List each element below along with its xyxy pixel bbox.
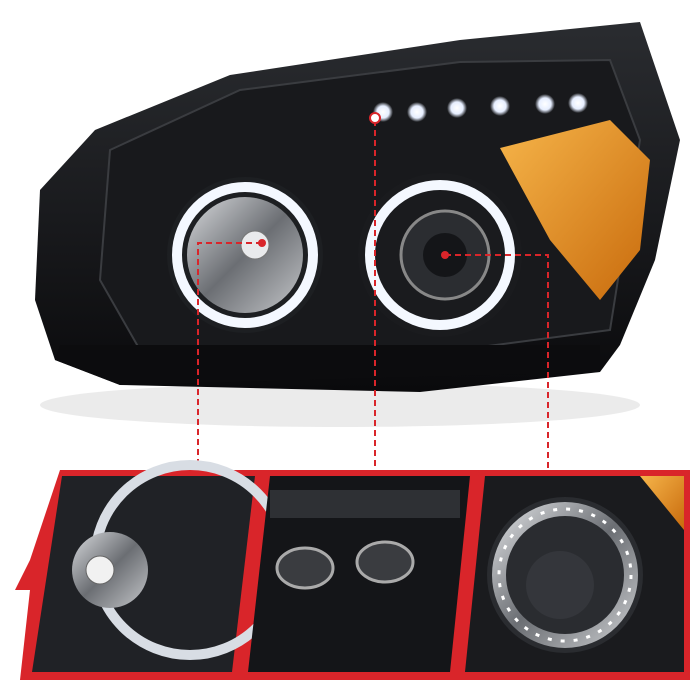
reflection-shadow — [40, 383, 640, 427]
detail-panel-left — [32, 460, 290, 672]
amber-turn-signal — [500, 120, 650, 300]
detail-panel-middle — [248, 476, 470, 672]
halo-ring-left — [172, 182, 318, 328]
led-strip — [373, 93, 588, 122]
headlight — [35, 22, 680, 427]
detail-panel-right — [465, 476, 684, 672]
callout-projector — [445, 254, 549, 470]
callout-halo — [197, 242, 262, 470]
callout-dot-halo — [258, 239, 266, 247]
bulb-left — [240, 230, 270, 260]
bottom-trim — [55, 345, 600, 385]
callout-lines — [197, 120, 549, 470]
callout-dot-projector — [441, 251, 449, 259]
callout-dot-led — [369, 112, 381, 124]
